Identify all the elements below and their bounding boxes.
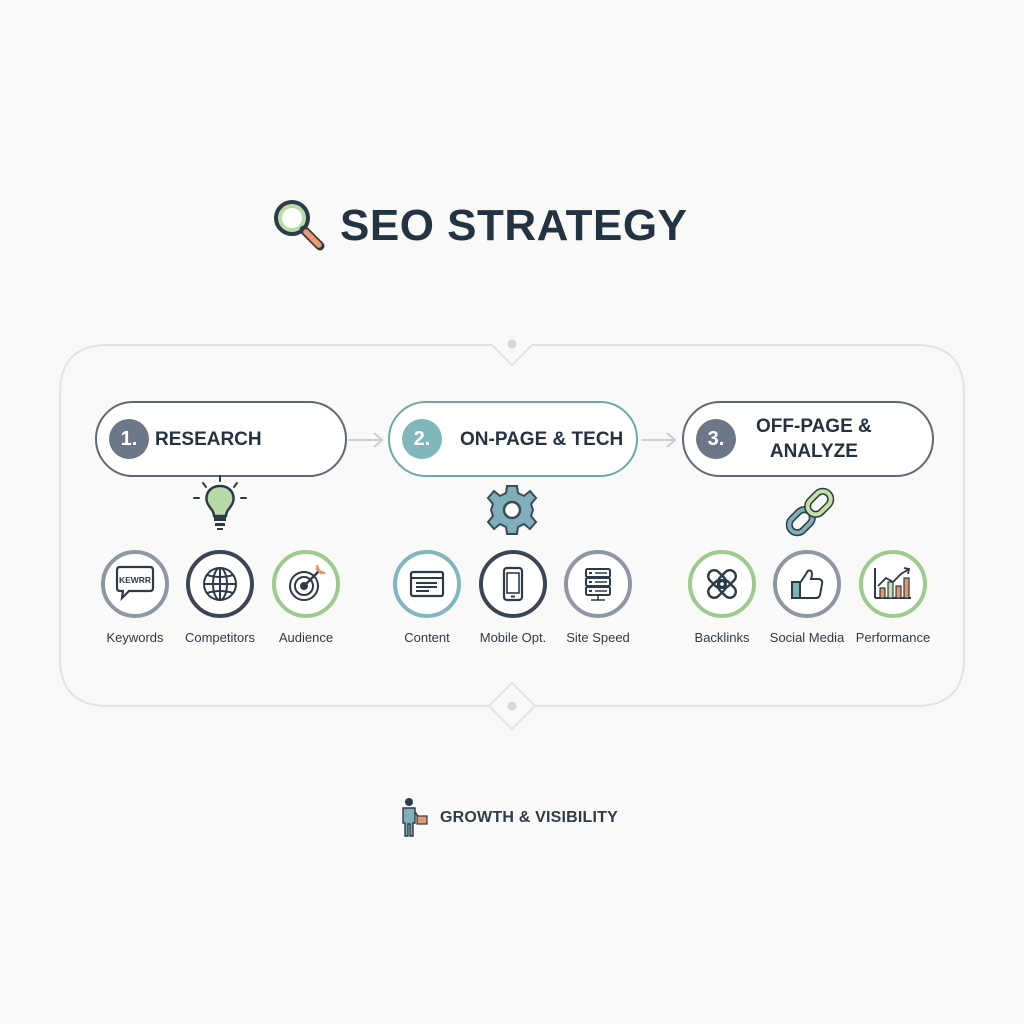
footer-label: GROWTH & VISIBILITY [440, 809, 619, 826]
item-site-speed: Site Speed [548, 550, 648, 660]
item-ring [859, 550, 927, 618]
item-social-media: Social Media [757, 550, 857, 660]
item-ring [688, 550, 756, 618]
item-ring: KEWRR [101, 550, 169, 618]
phase-label: RESEARCH [155, 428, 262, 450]
item-label: Competitors [184, 630, 256, 645]
title-text: SEO STRATEGY [340, 201, 688, 250]
item-label: Audience [278, 630, 334, 645]
item-ring [564, 550, 632, 618]
phase-number: 2. [402, 419, 442, 459]
browser-window-icon [409, 570, 445, 598]
phase-research: 1. RESEARCH [95, 401, 347, 477]
item-keywords: KEWRR Keywords [85, 550, 185, 660]
arrow-icon [348, 432, 384, 448]
item-competitors: Competitors [170, 550, 270, 660]
arrow-icon [641, 432, 677, 448]
keyword-bubble-icon: KEWRR [115, 565, 155, 602]
bar-chart-icon [874, 567, 911, 599]
target-icon [289, 564, 326, 601]
item-label: Performance [855, 630, 931, 645]
frame-bottom-dot [507, 701, 517, 711]
item-performance: Performance [843, 550, 943, 660]
item-label: Content [404, 630, 450, 645]
phase-number: 3. [696, 419, 736, 459]
chain-link-icon [785, 487, 835, 537]
smartphone-icon [502, 566, 524, 602]
frame-top-dot [507, 339, 517, 349]
item-ring [479, 550, 547, 618]
item-ring [186, 550, 254, 618]
item-audience: Audience [256, 550, 356, 660]
magnifier-icon [274, 200, 325, 251]
phase-on-page-tech: 2. ON-PAGE & TECH [388, 401, 638, 477]
page-title: SEO STRATEGY [270, 196, 687, 256]
phase-number: 1. [109, 419, 149, 459]
item-mobile-opt: Mobile Opt. [463, 550, 563, 660]
phase-label: OFF-PAGE & ANALYZE [756, 416, 872, 462]
item-ring [272, 550, 340, 618]
lightbulb-icon [193, 475, 247, 530]
gear-icon [486, 485, 538, 535]
phase-off-page-analyze: 3. OFF-PAGE & ANALYZE [682, 401, 934, 477]
link-icon [707, 569, 737, 599]
thumbs-up-icon [791, 569, 824, 599]
server-icon [585, 568, 611, 601]
item-ring [773, 550, 841, 618]
item-ring [393, 550, 461, 618]
item-label: Mobile Opt. [479, 630, 547, 645]
item-label: Social Media [769, 630, 845, 645]
frame-bottom-diamond [487, 681, 537, 731]
phase-label: ON-PAGE & TECH [460, 428, 624, 450]
item-label: Keywords [106, 630, 164, 645]
item-label: Site Speed [566, 630, 630, 645]
person-briefcase-icon [402, 798, 428, 837]
keyword-badge-text: KEWRR [119, 575, 151, 585]
item-label: Backlinks [694, 630, 750, 645]
globe-icon [203, 567, 237, 601]
footer-tagline: GROWTH & VISIBILITY [398, 796, 618, 840]
item-backlinks: Backlinks [672, 550, 772, 660]
item-content: Content [377, 550, 477, 660]
